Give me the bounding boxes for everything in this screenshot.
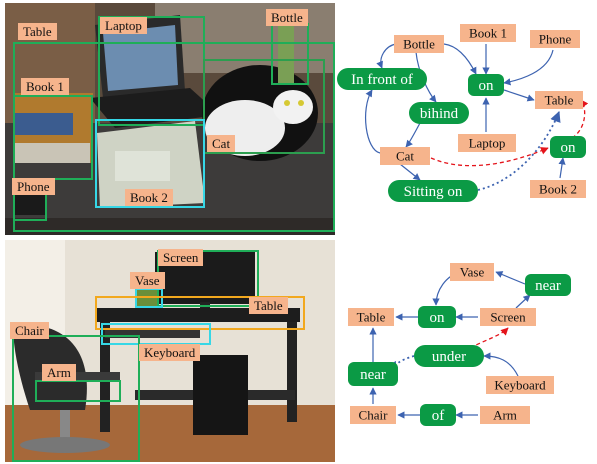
- node-phone: Phone: [530, 30, 580, 48]
- label-book-1: Book 1: [21, 78, 69, 95]
- relation-of-text: of: [432, 408, 445, 424]
- relation-on-main: on: [468, 74, 504, 96]
- label-screen: Screen: [158, 249, 204, 266]
- node-table-2: Table: [348, 308, 394, 326]
- bbox-arm: [35, 380, 121, 402]
- label-phone: Phone: [12, 178, 55, 195]
- edge-on-table-red: [571, 99, 589, 139]
- edge-book2-on: [558, 157, 566, 179]
- relation-on-right-text: on: [561, 140, 577, 156]
- node-screen-text: Screen: [490, 310, 526, 325]
- scene-2-photo-art: [5, 240, 335, 462]
- graph-2-nodes: Vase Table Screen Keyboard Chair Arm nea…: [348, 263, 571, 426]
- relation-on-text: on: [430, 310, 446, 326]
- edge-on-table: [503, 89, 535, 102]
- bbox-chair: [12, 335, 140, 462]
- graph-1-edges: [365, 43, 566, 191]
- edge-bottle-on: [443, 43, 477, 75]
- relation-in-front-of-text: In front of: [351, 72, 413, 88]
- relation-in-front-of: In front of: [337, 68, 427, 90]
- node-keyboard: Keyboard: [486, 376, 554, 394]
- node-bottle-text: Bottle: [403, 37, 435, 52]
- relation-of: of: [420, 404, 456, 426]
- node-arm-text: Arm: [493, 408, 517, 423]
- relation-near-left: near: [348, 362, 398, 386]
- label-laptop: Laptop: [100, 17, 147, 34]
- label-table-2: Table: [249, 297, 288, 314]
- relation-bihind: bihind: [409, 102, 469, 124]
- node-laptop: Laptop: [458, 134, 516, 152]
- node-table-2-text: Table: [357, 310, 386, 325]
- scene-1-photo: Table Laptop Bottle Book 1 Cat Book 2 Ph…: [5, 3, 335, 235]
- node-phone-text: Phone: [539, 32, 572, 47]
- node-vase-text: Vase: [460, 265, 485, 280]
- relation-under: under: [414, 345, 484, 367]
- node-laptop-text: Laptop: [469, 136, 506, 151]
- relation-on-main-text: on: [479, 78, 495, 94]
- label-vase: Vase: [130, 272, 165, 289]
- relation-near-top: near: [525, 274, 571, 296]
- node-cat: Cat: [380, 147, 430, 165]
- relation-near-top-text: near: [535, 278, 561, 294]
- edge-keyboard-under: [483, 352, 519, 377]
- label-book-2: Book 2: [125, 189, 173, 206]
- edge-screen-near: [515, 294, 531, 309]
- node-table-text: Table: [545, 93, 574, 108]
- node-book-1-text: Book 1: [469, 26, 507, 41]
- relation-sitting-on-text: Sitting on: [404, 184, 463, 200]
- edge-cat-on-red: [430, 147, 549, 167]
- node-arm: Arm: [480, 406, 530, 424]
- edge-cat-in-front-of: [365, 89, 381, 154]
- relation-on: on: [418, 306, 456, 328]
- edge-bihind-cat: [405, 122, 421, 148]
- label-table: Table: [18, 23, 57, 40]
- relation-bihind-text: bihind: [420, 106, 459, 122]
- label-arm: Arm: [42, 364, 76, 381]
- node-bottle: Bottle: [394, 35, 444, 53]
- label-chair: Chair: [10, 322, 49, 339]
- node-book-2: Book 2: [530, 180, 586, 198]
- graph-2-new-edges: [469, 327, 509, 349]
- edge-bottle-in-front-of: [376, 43, 397, 69]
- graph-1-nodes: Bottle Book 1 Phone Table Laptop Cat Boo…: [337, 24, 586, 202]
- relation-under-text: under: [432, 349, 466, 365]
- edge-phone-on: [503, 49, 554, 86]
- node-book-2-text: Book 2: [539, 182, 577, 197]
- edge-sitting-on-table: [477, 110, 561, 191]
- label-keyboard: Keyboard: [139, 344, 201, 361]
- edge-under-screen-red: [469, 327, 509, 349]
- bbox-cat: [203, 59, 325, 154]
- edge-near-vase: [495, 271, 526, 285]
- relation-near-left-text: near: [360, 367, 386, 383]
- node-keyboard-text: Keyboard: [494, 378, 546, 393]
- node-cat-text: Cat: [396, 149, 414, 164]
- node-screen: Screen: [480, 308, 536, 326]
- relation-on-right: on: [550, 136, 586, 158]
- bbox-book-2: [95, 119, 205, 208]
- bbox-vase: [135, 288, 163, 308]
- scene-2-photo: Screen Vase Table Chair Keyboard Arm: [5, 240, 335, 462]
- node-book-1: Book 1: [460, 24, 516, 42]
- edge-cat-sitting-on: [399, 163, 421, 181]
- node-chair: Chair: [350, 406, 396, 424]
- graph-1-new-edges: [430, 99, 589, 167]
- node-table: Table: [535, 91, 583, 109]
- label-cat: Cat: [207, 135, 236, 152]
- bbox-table-2: [95, 296, 305, 330]
- relation-sitting-on: Sitting on: [388, 180, 478, 202]
- label-bottle: Bottle: [266, 9, 308, 26]
- node-chair-text: Chair: [359, 408, 389, 423]
- node-vase: Vase: [450, 263, 494, 281]
